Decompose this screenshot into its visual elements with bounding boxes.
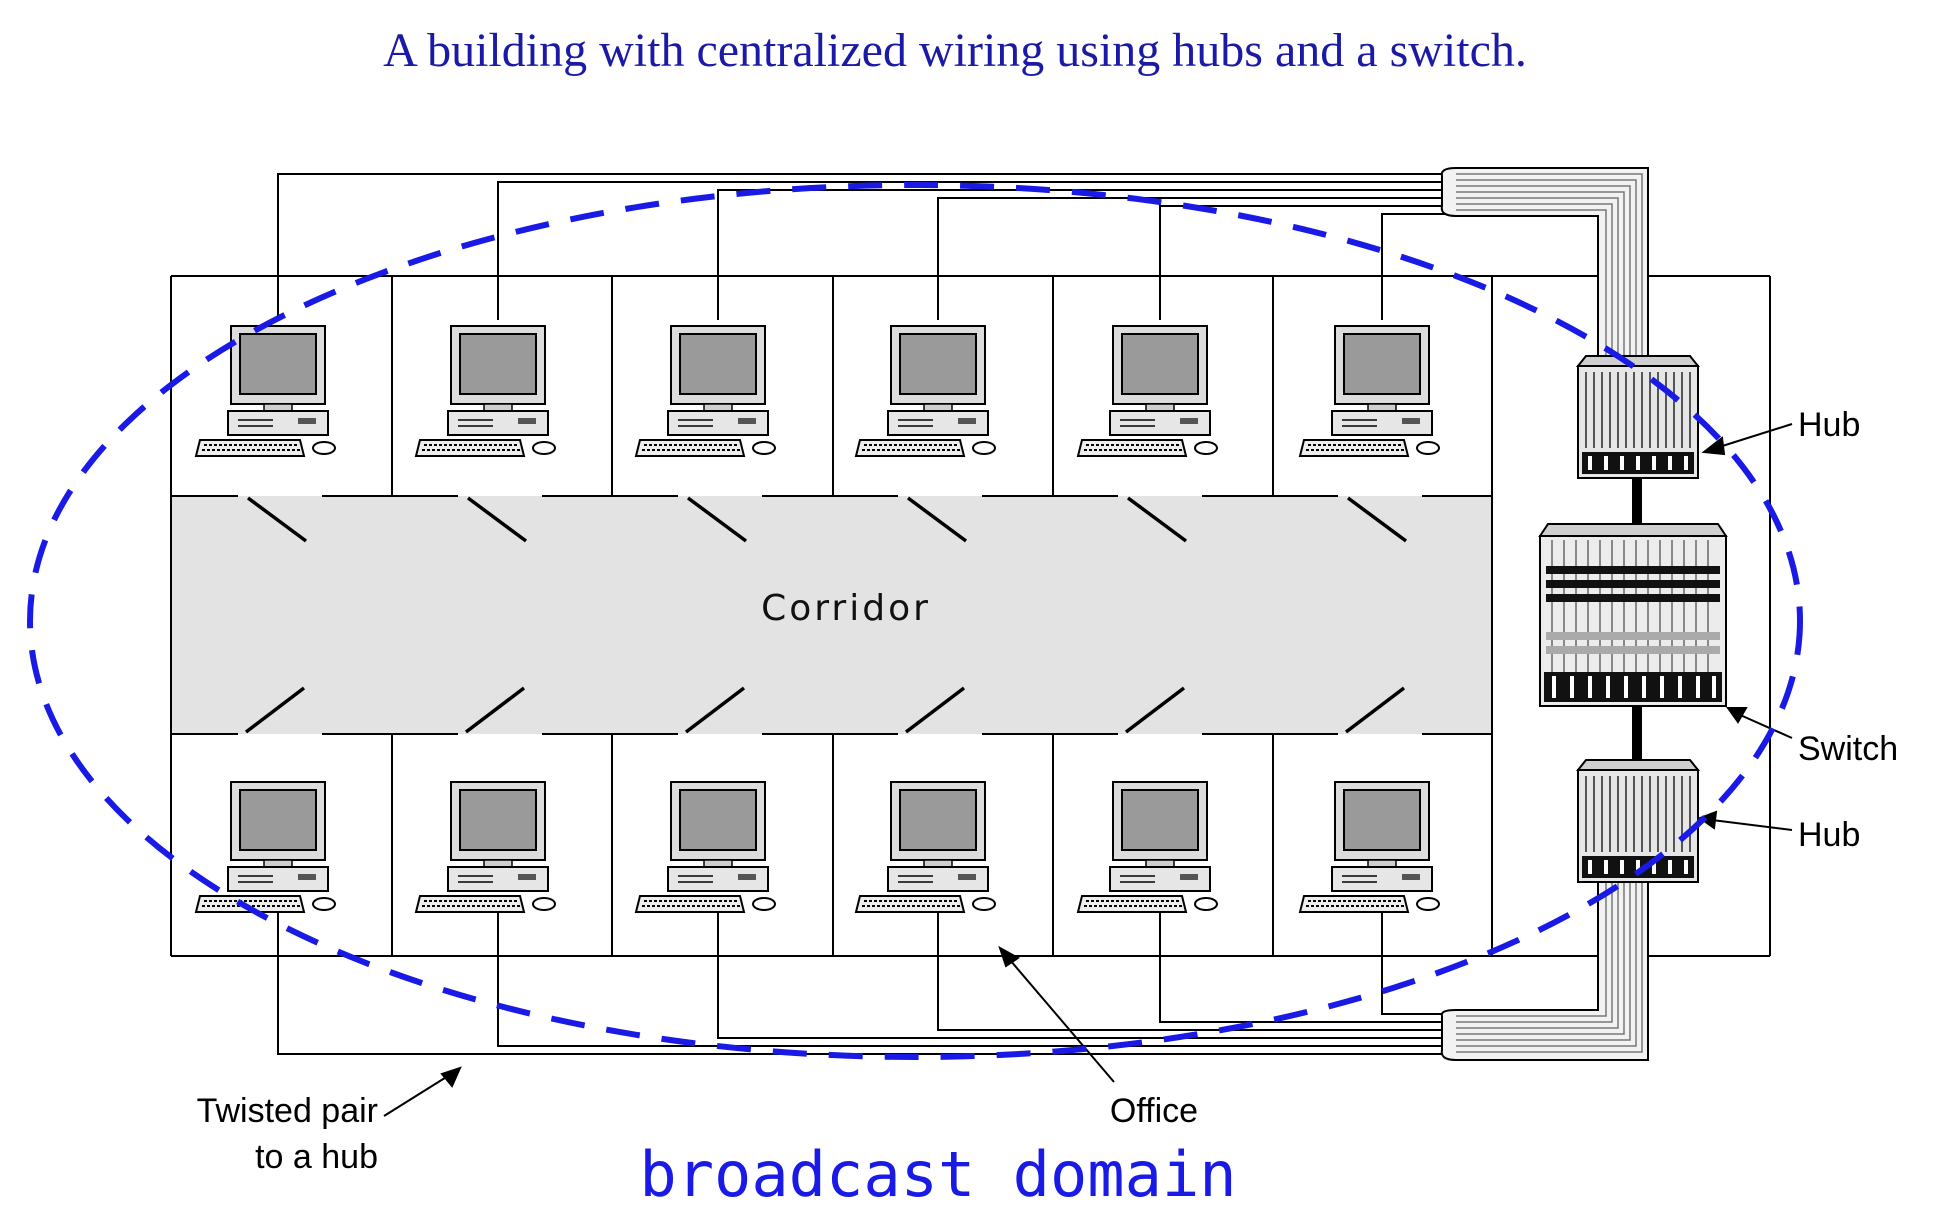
switch-icon <box>1538 523 1728 707</box>
broadcast-domain-ellipse <box>27 182 1803 1060</box>
computer-icon <box>855 781 996 913</box>
computer-icon <box>855 325 996 457</box>
computer-icon <box>1299 325 1440 457</box>
computer-icon <box>635 325 776 457</box>
bottom-bundle <box>1440 869 1649 1061</box>
top-bundle <box>1440 167 1649 359</box>
computer-icon <box>1077 781 1218 913</box>
computer-icon <box>195 781 336 913</box>
hub-top-label: Hub <box>1798 406 1860 444</box>
switch-label: Switch <box>1798 730 1898 768</box>
computer-icon <box>195 325 336 457</box>
corridor-label: Corridor <box>761 588 931 629</box>
office-label: Office <box>1110 1092 1198 1130</box>
hub-bottom-label: Hub <box>1798 816 1860 854</box>
twisted-pair-label-line2: to a hub <box>255 1138 378 1176</box>
hub-top-icon <box>1575 355 1701 479</box>
computer-icon <box>415 325 556 457</box>
diagram-title: A building with centralized wiring using… <box>383 24 1527 77</box>
callout-arrows <box>383 423 1793 1117</box>
building <box>170 275 1771 957</box>
computers-bottom <box>195 781 1440 913</box>
corridor <box>171 496 1492 734</box>
broadcast-domain-label: broadcast domain <box>639 1138 1236 1206</box>
hub-bottom-icon <box>1575 759 1701 883</box>
computer-icon <box>1299 781 1440 913</box>
twisted-pair-label-line1: Twisted pair <box>197 1092 378 1130</box>
computer-icon <box>1077 325 1218 457</box>
top-cables <box>277 173 1456 320</box>
computer-icon <box>415 781 556 913</box>
bottom-cables <box>277 906 1456 1055</box>
computer-icon <box>635 781 776 913</box>
computers-top <box>195 325 1440 457</box>
